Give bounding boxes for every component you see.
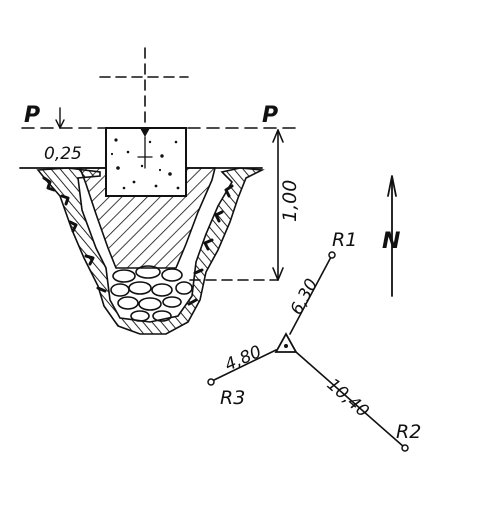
- point-r2-label: R2: [396, 421, 421, 443]
- concrete-speckles: [110, 138, 180, 190]
- point-r1-label: R1: [332, 229, 357, 251]
- point-r2-icon: [401, 444, 409, 452]
- foundation-section: P 0,25 P: [19, 47, 301, 335]
- point-r3-label: R3: [220, 387, 245, 409]
- depth-arrow-bottom-icon: [272, 267, 284, 281]
- triangulation-plan: N R1 6,30 R2 10,40 R3 4,80: [207, 175, 421, 452]
- north-label: N: [382, 229, 400, 254]
- section-marker-right: P: [262, 103, 278, 128]
- line-to-r2: [295, 351, 405, 448]
- point-r3-icon: [207, 378, 215, 386]
- gravel-bed: [110, 265, 193, 322]
- depth-label: 1,00: [279, 180, 301, 222]
- offset-arrow-head-icon: [55, 119, 65, 129]
- benchmark-marker-icon: [140, 128, 150, 137]
- station-dot: [284, 344, 288, 348]
- distance-r3-label: 4,80: [222, 342, 265, 376]
- station-triangle-icon: [274, 332, 298, 353]
- concrete-block: [105, 127, 187, 197]
- distance-r2-label: 10,40: [323, 375, 373, 422]
- offset-label: 0,25: [44, 144, 82, 164]
- line-to-r3: [211, 349, 277, 382]
- north-arrow-head-icon: [387, 175, 397, 197]
- line-to-r1: [289, 256, 332, 335]
- point-r1-icon: [328, 251, 336, 259]
- section-marker-left: P: [24, 103, 40, 128]
- depth-arrow-top-icon: [272, 129, 284, 143]
- soil-blobs: [42, 176, 234, 306]
